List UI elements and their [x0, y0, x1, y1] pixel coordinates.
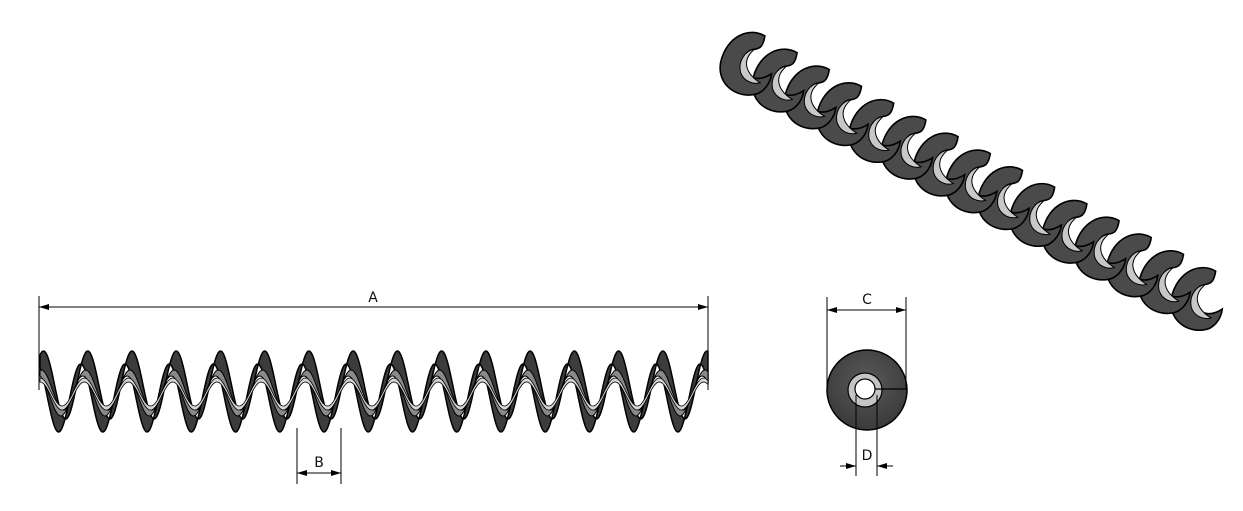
dimension-c: C: [826, 292, 907, 390]
coil-inner-face: [900, 132, 923, 168]
spiral-coil: [1170, 266, 1224, 331]
dimension-b-label: B: [314, 455, 324, 471]
dimension-c-label: C: [862, 292, 872, 308]
dimension-a: A: [38, 290, 709, 390]
coil-inner-face: [1190, 283, 1213, 319]
coil-inner-face: [868, 115, 891, 151]
spiral-coil: [1105, 233, 1159, 298]
isometric-spiral-view: [719, 31, 1224, 331]
center-hole: [854, 378, 876, 400]
dimension-d-label: D: [862, 448, 873, 464]
coil-inner-face: [1061, 216, 1084, 252]
coil-inner-face: [932, 149, 955, 185]
dimension-a-label: A: [368, 290, 378, 306]
spiral-coil: [848, 98, 902, 163]
coil-inner-face: [1125, 250, 1148, 286]
spiral-coil: [719, 31, 773, 96]
coil-inner-face: [1029, 199, 1052, 235]
coil-inner-face: [803, 82, 826, 118]
coil-inner-face: [771, 65, 794, 101]
coil-inner-face: [964, 166, 987, 202]
dimension-b: B: [296, 428, 342, 484]
dimension-d: D: [840, 395, 893, 476]
coil-inner-face: [836, 98, 858, 135]
coil-inner-face: [739, 48, 762, 84]
side-view: [39, 350, 709, 433]
coil-inner-face: [997, 182, 1019, 219]
end-view: [826, 349, 908, 431]
coil-inner-face: [1093, 233, 1116, 269]
coil-inner-face: [1158, 266, 1180, 303]
